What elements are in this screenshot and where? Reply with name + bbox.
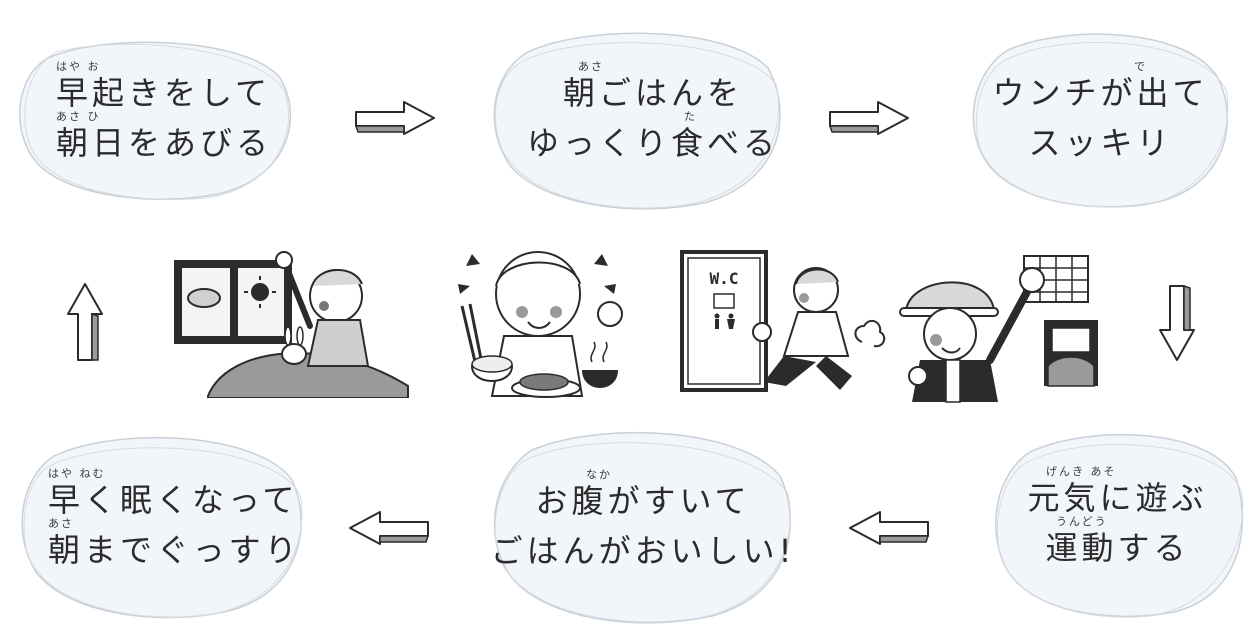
toilet-sign-text: W.C — [710, 269, 739, 288]
step-2-ruby-2: た — [684, 110, 697, 123]
step-bubble-breakfast: あさ 朝ごはんを た ゆっくり食べる — [488, 28, 788, 210]
step-3-line-1: で ウンチが出て — [992, 60, 1209, 112]
arrow-up-icon — [67, 283, 103, 361]
step-6-line-2: あさ 朝までぐっすり — [48, 516, 301, 569]
step-1-line-2: あさ ひ 朝日をあびる — [56, 110, 273, 162]
step-4-ruby-2: うんどう — [1056, 515, 1108, 528]
step-bubble-sleep: はや ねむ 早く眠くなって あさ 朝までぐっすり — [18, 432, 308, 619]
step-bubble-hungry: なか お腹がすいて ごはんがおいしい! — [488, 428, 798, 624]
step-5-ruby-1: なか — [586, 467, 612, 481]
step-5-line-2: ごはんがおいしい! — [490, 531, 796, 570]
bubble-outline — [995, 433, 1244, 618]
arrow-left-icon — [349, 511, 430, 545]
arrow-right-icon — [828, 101, 909, 135]
bubble-outline — [21, 436, 303, 619]
step-6-ruby-2: あさ — [48, 516, 74, 530]
step-1-ruby-1: はや お — [56, 60, 101, 73]
step-bubble-toilet: で ウンチが出て スッキリ — [968, 28, 1233, 208]
step-6-ruby-1: はや ねむ — [48, 466, 106, 480]
step-3-ruby-1: で — [1134, 60, 1147, 73]
step-4-line-2: うんどう 運動する — [1045, 515, 1190, 567]
toilet-illustration: W.C — [680, 250, 886, 392]
bubble-outline — [493, 32, 781, 210]
bubble-outline — [972, 33, 1229, 208]
step-1-line-1: はや お 早起きをして — [56, 60, 272, 112]
step-2-line-2: た ゆっくり食べる — [526, 110, 779, 162]
bubble-outline — [493, 431, 792, 624]
playing-illustration — [899, 255, 1098, 403]
arrow-down-icon — [1159, 284, 1195, 361]
waking-up-illustration — [174, 251, 409, 398]
step-3-line-2: スッキリ — [1028, 124, 1173, 162]
step-bubble-wake-early: はや お 早起きをして あさ ひ 朝日をあびる — [18, 38, 293, 200]
arrow-left-icon — [849, 511, 930, 545]
arrow-right-icon — [354, 101, 435, 135]
step-4-ruby-1: げんき あそ — [1046, 465, 1117, 478]
step-2-line-1: あさ 朝ごはんを — [562, 60, 743, 112]
bubble-outline — [18, 41, 292, 200]
step-bubble-play: げんき あそ 元気に遊ぶ うんどう 運動する — [990, 428, 1245, 618]
step-5-line-1: なか お腹がすいて — [535, 467, 751, 520]
step-2-ruby-1: あさ — [578, 60, 604, 73]
breakfast-illustration — [458, 251, 623, 398]
step-6-line-1: はや ねむ 早く眠くなって — [48, 466, 299, 519]
step-4-line-1: げんき あそ 元気に遊ぶ — [1027, 465, 1208, 517]
step-1-ruby-2: あさ ひ — [56, 110, 101, 123]
